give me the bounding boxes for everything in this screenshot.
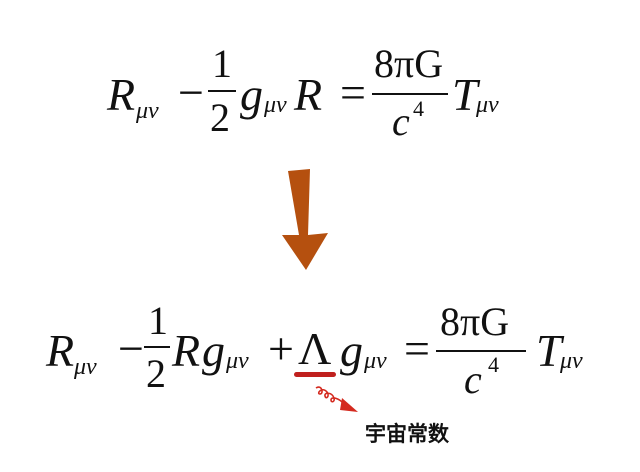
metric-tensor-symbol: g [202, 325, 225, 376]
speed-of-light-exponent: 4 [488, 352, 499, 377]
equals-sign: = [340, 67, 366, 118]
stress-energy-tensor-symbol: T [452, 69, 478, 120]
fraction-numerator: 1 [148, 298, 168, 343]
fraction-denominator: 2 [146, 351, 166, 396]
ricci-tensor-symbol: R [107, 69, 136, 120]
ricci-tensor-subscript: μν [74, 354, 97, 380]
ricci-scalar-symbol: R [294, 69, 323, 120]
fraction-numerator: 1 [212, 41, 232, 86]
rhs-fraction-bar [372, 93, 448, 95]
fraction-denominator: 2 [210, 95, 230, 140]
stress-energy-tensor-subscript: μν [476, 92, 499, 118]
equals-sign: = [404, 323, 430, 374]
speed-of-light-exponent: 4 [413, 96, 424, 121]
cosmological-constant-label: 宇宙常数 [365, 422, 449, 446]
rhs-numerator: 8πG [374, 41, 444, 86]
metric-tensor-symbol: g [240, 69, 263, 120]
stress-energy-tensor-symbol: T [536, 325, 562, 376]
metric-tensor-subscript: μν [364, 348, 387, 374]
down-arrow-icon [282, 169, 328, 270]
metric-tensor-subscript: μν [226, 348, 249, 374]
speed-of-light-symbol: c [392, 99, 410, 144]
fraction-bar [208, 90, 236, 92]
speed-of-light-symbol: c [464, 357, 482, 402]
ricci-scalar-symbol: R [172, 325, 201, 376]
metric-tensor-symbol: g [340, 325, 363, 376]
ricci-tensor-symbol: R [46, 325, 75, 376]
ricci-tensor-subscript: μν [136, 98, 159, 124]
rhs-numerator: 8πG [440, 299, 510, 344]
cosmological-constant-underline [294, 372, 336, 377]
cosmological-constant-symbol: Λ [298, 323, 332, 374]
rhs-fraction-bar [436, 350, 526, 352]
minus-sign: − [118, 323, 144, 374]
squiggly-arrow-icon [315, 386, 358, 412]
metric-tensor-subscript: μν [264, 92, 287, 118]
minus-sign: − [178, 67, 204, 118]
fraction-bar [144, 346, 170, 348]
plus-sign: + [268, 323, 294, 374]
stress-energy-tensor-subscript: μν [560, 348, 583, 374]
